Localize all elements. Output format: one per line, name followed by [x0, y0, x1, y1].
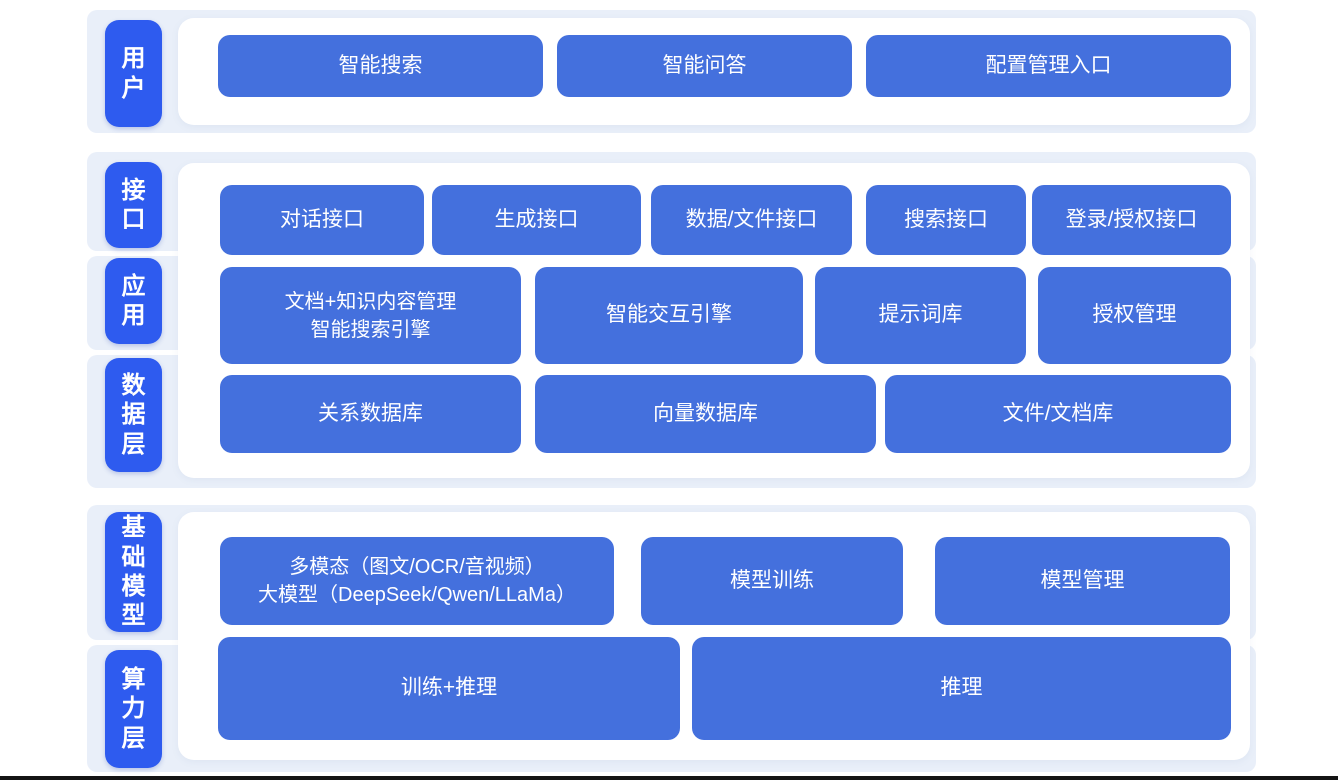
bottom-border-rule [0, 776, 1338, 780]
node-multimodal-llm: 多模态（图文/OCR/音视频） 大模型（DeepSeek/Qwen/LLaMa） [220, 537, 614, 625]
node-training-plus-inference: 训练+推理 [218, 637, 680, 740]
node-label: 模型管理 [1040, 568, 1125, 592]
node-label: 搜索接口 [904, 207, 988, 231]
node-label-line2: 大模型（DeepSeek/Qwen/LLaMa） [258, 584, 576, 606]
node-intelligent-search: 智能搜索 [218, 35, 543, 97]
node-data-file-api: 数据/文件接口 [651, 185, 852, 255]
node-label: 授权管理 [1092, 303, 1177, 327]
node-label: 智能搜索 [338, 53, 423, 77]
node-label: 配置管理入口 [985, 53, 1112, 77]
node-relational-database: 关系数据库 [220, 375, 521, 453]
node-authorization-management: 授权管理 [1038, 267, 1231, 364]
node-label: 数据/文件接口 [685, 207, 818, 231]
layer-label-interface: 接口 [105, 162, 162, 248]
layer-label-application: 应用 [105, 258, 162, 344]
layer-label-compute-text: 算力层 [121, 666, 146, 752]
node-dialog-api: 对话接口 [220, 185, 424, 255]
node-label: 生成接口 [494, 207, 579, 231]
node-label: 推理 [940, 676, 983, 700]
node-config-management-entry: 配置管理入口 [866, 35, 1231, 97]
layer-label-data-text: 数据层 [121, 372, 146, 458]
node-label: 向量数据库 [653, 401, 758, 425]
layer-label-data: 数据层 [105, 358, 162, 472]
node-intelligent-qa: 智能问答 [557, 35, 852, 97]
node-model-management: 模型管理 [935, 537, 1230, 625]
layer-label-foundation-model-text: 基础模型 [121, 514, 146, 630]
node-generation-api: 生成接口 [432, 185, 641, 255]
layer-label-foundation-model: 基础模型 [105, 512, 162, 632]
node-vector-database: 向量数据库 [535, 375, 876, 453]
node-label: 智能问答 [662, 53, 747, 77]
node-label: 训练+推理 [400, 676, 498, 700]
node-doc-knowledge-search-engine: 文档+知识内容管理 智能搜索引擎 [220, 267, 521, 364]
layer-label-compute: 算力层 [105, 650, 162, 768]
node-label: 智能交互引擎 [606, 303, 732, 327]
node-intelligent-interaction-engine: 智能交互引擎 [535, 267, 803, 364]
layer-label-user-text: 用户 [121, 45, 146, 102]
node-label: 对话接口 [280, 207, 364, 231]
node-label-line2: 智能搜索引擎 [310, 318, 431, 341]
node-label: 文件/文档库 [1002, 401, 1114, 425]
node-label-line1: 多模态（图文/OCR/音视频） [289, 556, 545, 578]
node-label-line1: 文档+知识内容管理 [284, 290, 457, 313]
layer-label-application-text: 应用 [121, 272, 146, 329]
layer-label-interface-text: 接口 [121, 176, 146, 233]
node-search-api: 搜索接口 [866, 185, 1026, 255]
node-label: 登录/授权接口 [1065, 207, 1198, 231]
node-file-document-store: 文件/文档库 [885, 375, 1231, 453]
node-prompt-library: 提示词库 [815, 267, 1026, 364]
node-inference: 推理 [692, 637, 1231, 740]
node-label: 关系数据库 [318, 401, 423, 425]
node-model-training: 模型训练 [641, 537, 903, 625]
layer-label-user: 用户 [105, 20, 162, 127]
node-login-auth-api: 登录/授权接口 [1032, 185, 1231, 255]
node-label: 提示词库 [878, 303, 963, 327]
node-label: 模型训练 [730, 568, 814, 592]
